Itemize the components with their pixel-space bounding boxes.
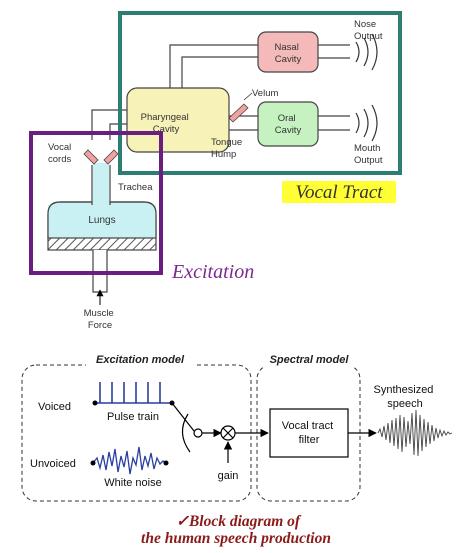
pharyngeal-cavity-label: Pharyngeal Cavity	[141, 112, 192, 135]
mouth-output-label: Mouth Output	[354, 143, 383, 166]
velum-label: Velum	[252, 88, 278, 99]
mouth-sound-waves	[355, 104, 378, 142]
white-noise-signal	[92, 446, 167, 475]
switch-pivot	[193, 428, 203, 438]
voiced-label: Voiced	[38, 401, 71, 413]
trachea-label: Trachea	[118, 182, 153, 193]
lungs-label: Lungs	[88, 215, 115, 226]
oral-cavity-label: Oral Cavity	[275, 113, 302, 136]
airway-tubes	[91, 44, 350, 205]
speech-waveform	[377, 409, 453, 457]
switch-lever	[171, 402, 195, 432]
pulse-train-start-dot	[92, 400, 98, 406]
muscle-force-label: Muscle Force	[84, 308, 117, 331]
velum-flap	[228, 103, 249, 123]
caption-checkmark: ✓	[176, 513, 190, 530]
nose-sound-waves	[355, 33, 378, 71]
vocal-tract-caption: Vocal Tract	[295, 182, 383, 203]
vocal-tract-frame	[118, 11, 402, 175]
caption-line-1: ✓Block diagram of	[176, 513, 302, 530]
white-noise-start-dot	[90, 460, 96, 466]
velum-pointer	[243, 92, 253, 101]
excitation-frame	[29, 131, 163, 275]
vocal-tract-filter-box	[269, 408, 349, 458]
vocal-system-diagram: Lungs Muscle Force Vocal cords Trachea P…	[29, 11, 402, 331]
excitation-caption: Excitation	[171, 261, 254, 283]
nasal-cavity	[257, 31, 319, 73]
oral-cavity	[257, 101, 319, 147]
pharyngeal-cavity	[126, 87, 230, 153]
figure-caption: ✓Block diagram of the human speech produ…	[141, 513, 331, 547]
switch-arc	[181, 413, 191, 453]
synthesized-speech-label: Synthesized speech	[374, 384, 437, 410]
pulse-train-signal	[95, 382, 172, 404]
white-noise-label: White noise	[104, 477, 161, 489]
lungs-body	[48, 205, 156, 238]
diaphragm-piston	[47, 237, 157, 251]
vocal-tract-caption-highlight	[282, 181, 396, 203]
vocal-cord-left	[83, 149, 99, 165]
pulse-train-label: Pulse train	[107, 411, 159, 423]
spectral-model-title: Spectral model	[270, 354, 350, 366]
caption-line-2: the human speech production	[141, 530, 331, 547]
vocal-cords-label: Vocal cords	[48, 142, 74, 165]
nose-output-label: Nose Output	[354, 19, 383, 42]
block-diagram: Excitation model Spectral model Voiced U…	[21, 351, 453, 502]
vocal-tract-filter-label: Vocal tract filter	[282, 420, 336, 446]
tongue-hump-label: Tongue Hump	[211, 137, 245, 160]
unvoiced-label: Unvoiced	[30, 458, 76, 470]
trachea-fill	[93, 163, 109, 205]
nasal-cavity-label: Nasal Cavity	[275, 42, 302, 65]
gain-label: gain	[218, 470, 239, 482]
white-noise-end-dot	[163, 460, 169, 466]
excitation-model-title: Excitation model	[96, 354, 185, 366]
vocal-cord-right	[103, 149, 119, 165]
